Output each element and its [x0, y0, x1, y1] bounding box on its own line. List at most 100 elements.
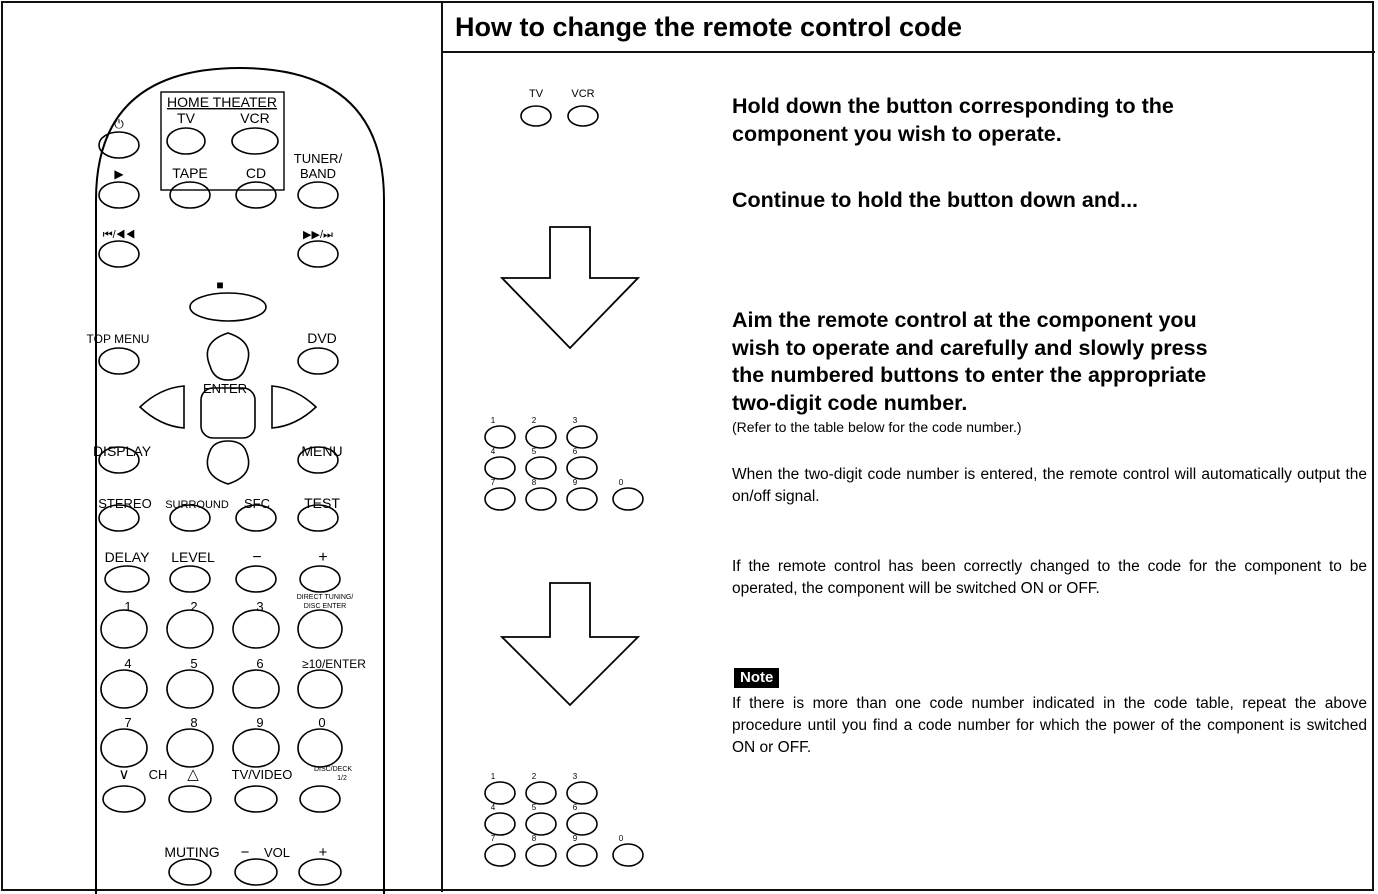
num-8-button[interactable]: [166, 728, 214, 768]
keypad-key-8: [525, 843, 557, 867]
plus-button[interactable]: [299, 565, 341, 593]
num-6-button[interactable]: [232, 669, 280, 709]
play-button[interactable]: [98, 181, 140, 209]
keypad-key-label-0: 0: [619, 834, 624, 843]
top-menu-label: TOP MENU: [87, 332, 150, 346]
keypad-key-label-8: 8: [532, 834, 537, 843]
tuner-label-2: BAND: [300, 166, 336, 181]
tv-button-illustration: [520, 105, 552, 127]
tuner-band-button[interactable]: [297, 181, 339, 209]
num-9-label: 9: [256, 715, 263, 730]
menu-button[interactable]: [297, 446, 339, 474]
vcr-button-illustration: [567, 105, 599, 127]
direct-tuning-label-1: DIRECT TUNING/: [297, 594, 354, 601]
disc-deck-label-1: DISC/DECK: [314, 766, 352, 773]
ge10-label: ≥10/ENTER: [302, 657, 366, 671]
minus-button[interactable]: [235, 565, 277, 593]
keypad-key-label-0: 0: [619, 478, 624, 487]
down-arrow-2: [499, 582, 641, 707]
surround-label: SURROUND: [165, 499, 229, 511]
num-7-label: 7: [124, 715, 131, 730]
display-button[interactable]: [98, 446, 140, 474]
num-4-button[interactable]: [100, 669, 148, 709]
keypad-key-label-5: 5: [532, 447, 537, 456]
stop-button[interactable]: [189, 292, 267, 322]
vol-minus-button[interactable]: [234, 858, 278, 886]
keypad-key-label-9: 9: [573, 834, 578, 843]
num-5-button[interactable]: [166, 669, 214, 709]
tv-video-button[interactable]: [234, 785, 278, 813]
num-9-button[interactable]: [232, 728, 280, 768]
ge10-enter-button[interactable]: [297, 669, 343, 709]
cd-label: CD: [246, 165, 266, 181]
step1-line1: Hold down the button corresponding to th…: [732, 94, 1174, 118]
num-8-label: 8: [190, 715, 197, 730]
skip-back-label: ⏮/◀◀: [103, 229, 136, 241]
skip-fwd-button[interactable]: [297, 240, 339, 268]
cursor-right-button[interactable]: [271, 385, 318, 429]
num-1-button[interactable]: [100, 609, 148, 649]
keypad-key-label-1: 1: [491, 416, 496, 425]
delay-button[interactable]: [104, 565, 150, 593]
level-button[interactable]: [169, 565, 211, 593]
plus-label: +: [318, 549, 327, 566]
enter-button[interactable]: [200, 387, 256, 439]
down-arrow-1: [499, 226, 641, 350]
muting-label: MUTING: [164, 844, 219, 860]
step1-line2: component you wish to operate.: [732, 121, 1062, 146]
keypad-key-label-6: 6: [573, 447, 578, 456]
remote-outline: [95, 66, 385, 894]
cursor-left-button[interactable]: [138, 385, 185, 429]
keypad-key-4: [484, 812, 516, 836]
dvd-button[interactable]: [297, 347, 339, 375]
num-5-label: 5: [190, 656, 197, 671]
step3-line2: wish to operate and carefully and slowly…: [732, 335, 1208, 360]
cursor-up-button[interactable]: [206, 332, 250, 381]
keypad-key-label-5: 5: [532, 803, 537, 812]
disc-deck-button[interactable]: [299, 785, 341, 813]
keypad-key-label-6: 6: [573, 803, 578, 812]
test-label: TEST: [304, 495, 340, 511]
step3-line4: two-digit code number.: [732, 390, 968, 415]
stop-label: ■: [216, 278, 223, 292]
muting-button[interactable]: [168, 858, 212, 886]
keypad-key-6: [566, 812, 598, 836]
ch-up-button[interactable]: [168, 785, 212, 813]
keypad-key-label-3: 3: [573, 416, 578, 425]
tv-button-label: TV: [529, 88, 544, 100]
keypad-key-label-7: 7: [491, 834, 496, 843]
sfc-label: SFC: [244, 496, 270, 511]
keypad-key-label-4: 4: [491, 803, 496, 812]
vol-plus-button[interactable]: [298, 858, 342, 886]
direct-tuning-button[interactable]: [297, 609, 343, 649]
tv-video-label: TV/VIDEO: [232, 767, 293, 782]
keypad-key-7: [484, 843, 516, 867]
dvd-label: DVD: [307, 330, 337, 346]
power-button[interactable]: [98, 131, 140, 159]
stereo-button[interactable]: [98, 504, 140, 532]
tv-button[interactable]: [166, 127, 206, 155]
cd-button[interactable]: [235, 181, 277, 209]
num-4-label: 4: [124, 656, 131, 671]
num-7-button[interactable]: [100, 728, 148, 768]
tape-button[interactable]: [169, 181, 211, 209]
surround-button[interactable]: [169, 504, 211, 532]
cursor-down-button[interactable]: [206, 440, 250, 485]
vcr-button[interactable]: [231, 127, 279, 155]
num-3-button[interactable]: [232, 609, 280, 649]
step3-line1: Aim the remote control at the component …: [732, 308, 1197, 332]
num-2-button[interactable]: [166, 609, 214, 649]
sfc-button[interactable]: [235, 504, 277, 532]
skip-back-button[interactable]: [98, 240, 140, 268]
step1-text: Hold down the button corresponding to th…: [732, 93, 1372, 148]
step3-text: Aim the remote control at the component …: [732, 307, 1372, 417]
top-menu-button[interactable]: [98, 347, 140, 375]
power-label: ⏻: [114, 117, 124, 131]
test-button[interactable]: [297, 504, 339, 532]
tv-label: TV: [177, 110, 196, 126]
ch-down-button[interactable]: [102, 785, 146, 813]
num-0-button[interactable]: [297, 728, 343, 768]
